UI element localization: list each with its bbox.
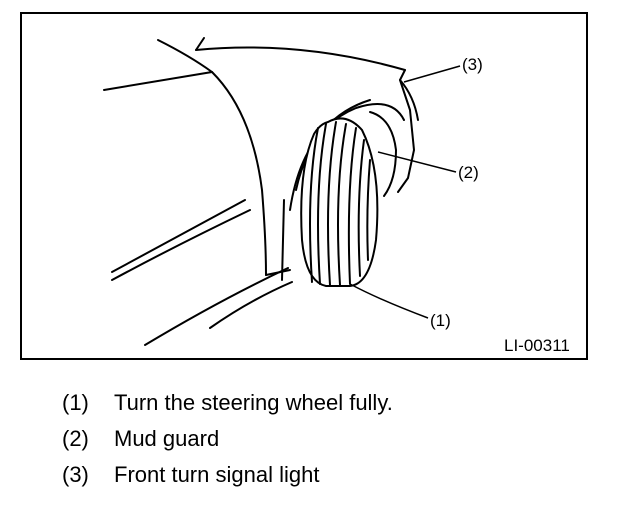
legend-num: (3) — [62, 462, 89, 487]
legend-num: (1) — [62, 390, 89, 415]
figure-id: LI-00311 — [504, 336, 570, 355]
legend-text: Turn the steering wheel fully. — [114, 390, 393, 415]
wheel-diagram: (1) (2) (3) LI-00311 — [20, 12, 588, 360]
callout-1: (1) — [430, 311, 451, 330]
callout-3: (3) — [462, 55, 483, 74]
legend-text: Front turn signal light — [114, 462, 320, 487]
tire-drawing — [300, 117, 379, 287]
legend-num: (2) — [62, 426, 89, 451]
leader-line-2 — [377, 151, 457, 173]
legend-text: Mud guard — [114, 426, 220, 451]
leader-lines — [349, 65, 461, 319]
leader-line-1 — [349, 283, 429, 319]
leader-line-3 — [403, 65, 461, 83]
callout-2: (2) — [458, 163, 479, 182]
